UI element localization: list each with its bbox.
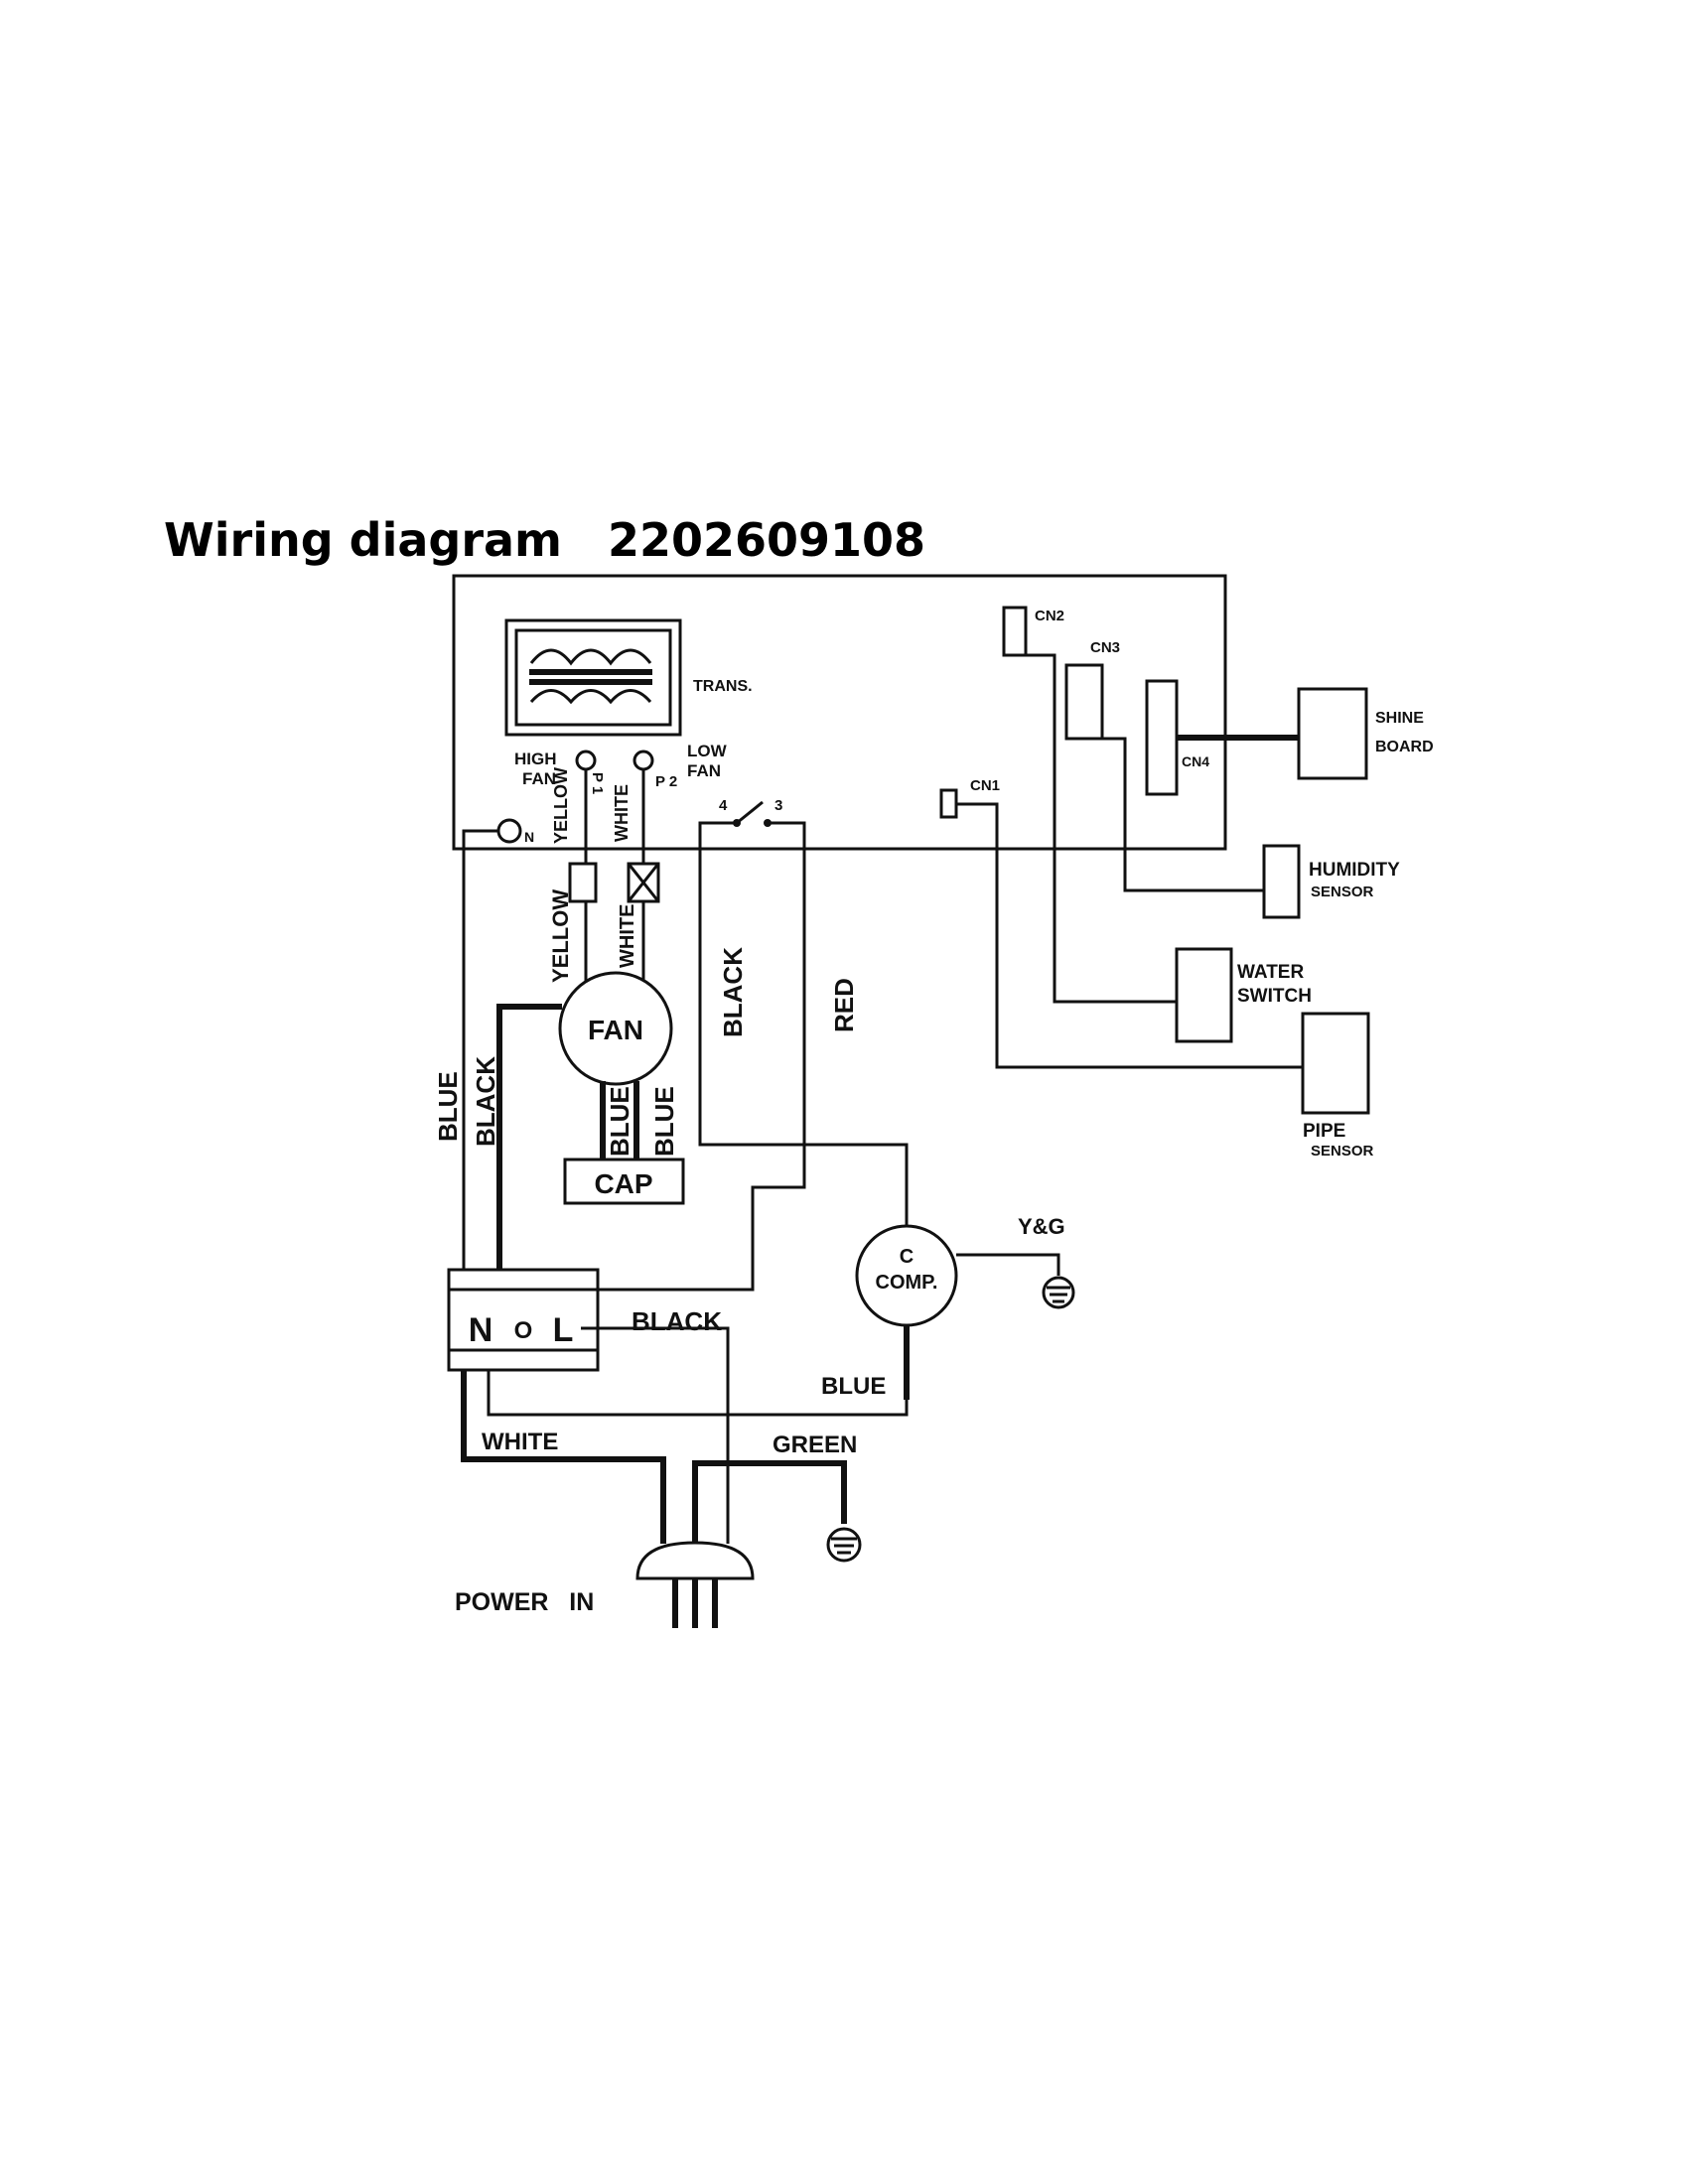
shine-board-label-1: SHINE bbox=[1375, 710, 1424, 727]
wire-blue-cap-1: BLUE bbox=[605, 1086, 634, 1157]
cn4-label: CN4 bbox=[1182, 753, 1209, 769]
relay-switch bbox=[736, 800, 764, 825]
terminal-o-label: O bbox=[514, 1317, 533, 1344]
cn2-label: CN2 bbox=[1035, 608, 1064, 624]
p1-terminal bbox=[575, 750, 597, 771]
terminal-block bbox=[447, 1268, 600, 1372]
capacitor bbox=[563, 1158, 685, 1205]
wire-black-fan: BLACK bbox=[471, 1056, 500, 1147]
power-ground-icon bbox=[826, 1527, 862, 1563]
transformer bbox=[504, 618, 682, 737]
wire-yellow-lower: YELLOW bbox=[548, 889, 573, 983]
cn1-connector bbox=[939, 788, 958, 819]
wire-green-ground: GREEN bbox=[773, 1432, 857, 1458]
cap-label: CAP bbox=[594, 1168, 652, 1199]
high-fan-label-1: HIGH bbox=[514, 750, 557, 768]
comp-label-c: C bbox=[900, 1246, 914, 1268]
switch-label: SWITCH bbox=[1237, 986, 1312, 1007]
wire-white-upper: WHITE bbox=[612, 784, 632, 842]
terminal-n-label: N bbox=[469, 1311, 493, 1349]
wire-black-relay: BLACK bbox=[718, 947, 748, 1037]
wire-black-line: BLACK bbox=[632, 1306, 722, 1336]
p2-terminal bbox=[633, 750, 654, 771]
low-fan-label-1: LOW bbox=[687, 742, 728, 760]
humidity-sensor-label: SENSOR bbox=[1311, 884, 1374, 900]
diagram-title: Wiring diagram bbox=[164, 513, 562, 567]
fan-thermal-protector bbox=[627, 862, 660, 903]
part-number: 2202609108 bbox=[608, 513, 925, 567]
pipe-sensor bbox=[1301, 1012, 1370, 1115]
comp-label: COMP. bbox=[876, 1272, 938, 1294]
water-switch bbox=[1175, 947, 1233, 1043]
wire-blue-comp: BLUE bbox=[821, 1373, 886, 1400]
neutral-terminal-label: N bbox=[524, 829, 534, 845]
cn2-connector bbox=[1002, 606, 1028, 657]
wire-blue-cap-2: BLUE bbox=[649, 1086, 679, 1157]
water-label: WATER bbox=[1237, 962, 1304, 983]
power-plug bbox=[635, 1541, 755, 1580]
cn3-connector bbox=[1064, 663, 1104, 741]
shine-board-label-2: BOARD bbox=[1375, 739, 1434, 755]
neutral-terminal bbox=[496, 818, 522, 844]
terminal-l-label: L bbox=[553, 1311, 574, 1349]
p1-label: P 1 bbox=[589, 772, 606, 794]
fan-motor bbox=[558, 971, 673, 1086]
yg-label: Y&G bbox=[1018, 1214, 1065, 1239]
cn1-label: CN1 bbox=[970, 777, 1000, 794]
humidity-label: HUMIDITY bbox=[1309, 860, 1400, 881]
high-fan-label-2: FAN bbox=[522, 769, 556, 788]
cn3-label: CN3 bbox=[1090, 639, 1120, 656]
shine-board bbox=[1297, 687, 1368, 780]
compressor-ground-icon bbox=[1042, 1276, 1075, 1309]
fan-fuse bbox=[568, 862, 598, 903]
humidity-sensor bbox=[1262, 844, 1301, 919]
fan-label: FAN bbox=[588, 1015, 643, 1045]
power-in-label: POWER IN bbox=[455, 1588, 594, 1616]
p2-label: P 2 bbox=[655, 773, 677, 790]
trans-label: TRANS. bbox=[693, 678, 753, 695]
wire-white-neutral: WHITE bbox=[482, 1429, 558, 1455]
wire-white-lower: WHITE bbox=[617, 904, 638, 968]
relay-3-label: 3 bbox=[774, 797, 782, 814]
relay-4-label: 4 bbox=[719, 797, 728, 814]
pipe-sensor-label: SENSOR bbox=[1311, 1143, 1374, 1160]
wire-blue-neutral: BLUE bbox=[433, 1071, 463, 1142]
cn4-connector bbox=[1145, 679, 1179, 796]
wire-yellow-upper: YELLOW bbox=[551, 767, 571, 844]
wire-red-relay: RED bbox=[829, 978, 859, 1032]
pipe-label: PIPE bbox=[1303, 1121, 1345, 1142]
low-fan-label-2: FAN bbox=[687, 761, 721, 780]
